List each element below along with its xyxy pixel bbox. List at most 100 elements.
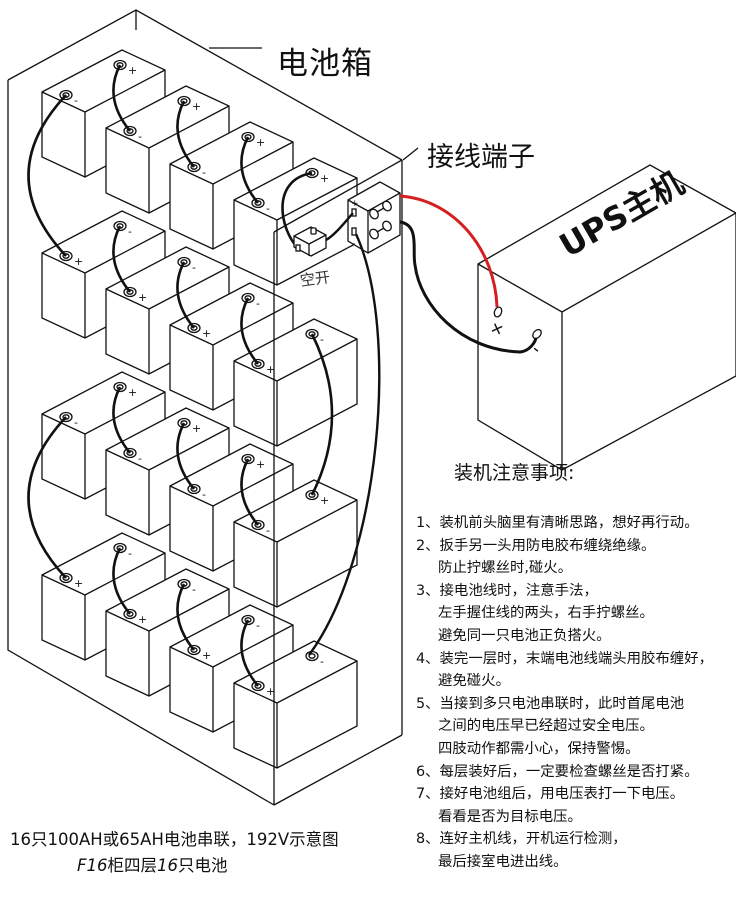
note-continuation: 最后接室电进出线。 [438, 853, 568, 870]
polarity-label: - [266, 202, 270, 215]
diagram-subcaption: F16柜四层16只电池 [77, 852, 228, 876]
polarity-label: - [256, 619, 260, 632]
note-line: 3、接电池线时，注意手法， [416, 582, 598, 599]
note-item: 2、扳手另一头用防电胶布缠绕绝缘。防止拧螺丝时,碰火。 [416, 535, 736, 580]
series-cable [27, 94, 67, 257]
note-item: 4、装完一层时，末端电池线端头用胶布缠好， 避免碰火。 [416, 648, 736, 693]
polarity-label: + [192, 100, 201, 113]
polarity-label: - [192, 261, 196, 274]
polarity-label: - [74, 94, 78, 107]
negative-cable-ups [399, 220, 538, 354]
air-breaker-switch[interactable] [293, 226, 327, 257]
series-cable [27, 416, 67, 579]
polarity-label: + [256, 136, 265, 149]
series-cable [112, 225, 132, 293]
subcaption-text: 柜四层 [107, 856, 158, 875]
series-cable [112, 547, 132, 615]
note-continuation: 看看是否为目标电压。 [438, 808, 582, 825]
battery: +- [233, 318, 358, 447]
cabinet-back-edges [7, 9, 403, 161]
svg-text:-: - [352, 239, 355, 249]
polarity-label: + [74, 577, 83, 590]
note-item: 3、接电池线时，注意手法， 左手握住线的两头，右手拧螺丝。避免同一只电池正负搭火。 [416, 580, 736, 648]
series-cable [240, 136, 260, 204]
polarity-label: + [320, 172, 329, 185]
polarity-label: + [138, 291, 147, 304]
battery-stack: -+-+-+-++-+-+-+--+-+-+-++-+-+-+- [41, 49, 358, 769]
note-continuation: 左手握住线的两头，右手拧螺丝。 [438, 605, 654, 622]
terminal-block-label: 接线端子 [427, 142, 535, 173]
polarity-label: - [266, 524, 270, 537]
polarity-label: + [266, 685, 275, 698]
series-cable [240, 458, 260, 526]
series-cable [176, 583, 196, 651]
cabinet-front-edges [7, 47, 419, 806]
battery-count: 16 [157, 856, 178, 875]
polarity-label: + [128, 64, 137, 77]
polarity-label: + [202, 327, 211, 340]
polarity-label: - [202, 488, 206, 501]
note-continuation: 避免同一只电池正负搭火。 [438, 627, 611, 644]
series-cable [112, 386, 132, 454]
note-line: 7、接好电池组后，用电压表打一下电压。 [416, 786, 685, 803]
cabinet-model: F16 [77, 856, 108, 875]
polarity-label: - [128, 225, 132, 238]
polarity-label: + [138, 613, 147, 626]
note-line: 6、每层装好后，一定要检查螺丝是否打紧。 [416, 763, 699, 780]
notes-title: 装机注意事项: [454, 462, 575, 484]
notes-list: 1、装机前头脑里有清晰思路，想好再行动。 2、扳手另一头用防电胶布缠绕绝缘。防止拧… [416, 512, 736, 874]
positive-cable-red [399, 194, 499, 308]
polarity-label: - [74, 416, 78, 429]
note-continuation: 避免碰火。 [438, 673, 510, 690]
note-continuation: 四肢动作都需小心，保持警惕。 [438, 740, 640, 757]
note-line: 2、扳手另一头用防电胶布缠绕绝缘。 [416, 537, 656, 554]
series-cable [240, 619, 260, 687]
series-cable [176, 261, 196, 329]
external-cables [308, 194, 538, 656]
battery-to-breaker-cable [281, 171, 313, 249]
polarity-label: + [202, 649, 211, 662]
polarity-label: - [256, 297, 260, 310]
polarity-label: - [320, 655, 324, 668]
series-cables [27, 64, 334, 687]
note-item: 6、每层装好后，一定要检查螺丝是否打紧。 [416, 761, 736, 784]
battery-box-label: 电池箱 [277, 46, 373, 82]
note-item: 1、装机前头脑里有清晰思路，想好再行动。 [416, 512, 736, 535]
installation-notes: 装机注意事项: 1、装机前头脑里有清晰思路，想好再行动。 2、扳手另一头用防电胶布… [416, 458, 736, 874]
series-cable [112, 64, 132, 132]
note-line: 4、装完一层时，末端电池线端头用胶布缠好， [416, 650, 713, 667]
note-item: 5、当接到多只电池串联时，此时首尾电池之间的电压早已经超过安全电压。四肢动作都需… [416, 693, 736, 761]
svg-text:+: + [351, 199, 359, 209]
note-line: 8、连好主机线，开机运行检测， [416, 831, 627, 848]
polarity-label: - [128, 547, 132, 560]
last-battery-to-terminal-cable [308, 233, 381, 656]
polarity-label: - [320, 333, 324, 346]
ups-host-unit[interactable]: UPS主机 + - [477, 164, 736, 471]
series-cable [240, 297, 260, 365]
note-continuation: 之间的电压早已经超过安全电压。 [438, 718, 654, 735]
note-continuation: 防止拧螺丝时,碰火。 [438, 560, 573, 577]
note-item: 7、接好电池组后，用电压表打一下电压。看看是否为目标电压。 [416, 783, 736, 828]
note-line: 1、装机前头脑里有清晰思路，想好再行动。 [416, 515, 699, 531]
polarity-label: - [138, 452, 142, 465]
polarity-label: + [320, 494, 329, 507]
series-cable [176, 100, 196, 168]
terminal-leader-line [402, 147, 419, 161]
polarity-label: - [202, 166, 206, 179]
polarity-label: - [138, 130, 142, 143]
note-line: 5、当接到多只电池串联时，此时首尾电池 [416, 695, 685, 712]
polarity-label: - [192, 583, 196, 596]
terminal-block[interactable]: + - [347, 181, 401, 254]
subcaption-suffix: 只电池 [178, 856, 228, 875]
series-cable [310, 333, 334, 496]
polarity-label: + [256, 458, 265, 471]
note-item: 8、连好主机线，开机运行检测， 最后接室电进出线。 [416, 828, 736, 873]
series-cable [176, 422, 196, 490]
air-breaker-label: 空开 [298, 267, 332, 290]
polarity-label: + [74, 255, 83, 268]
breaker-to-terminal-cable [325, 212, 354, 242]
diagram-caption: 16只100AH或65AH电池串联，192V示意图 [10, 830, 339, 849]
polarity-label: + [128, 386, 137, 399]
polarity-label: + [192, 422, 201, 435]
